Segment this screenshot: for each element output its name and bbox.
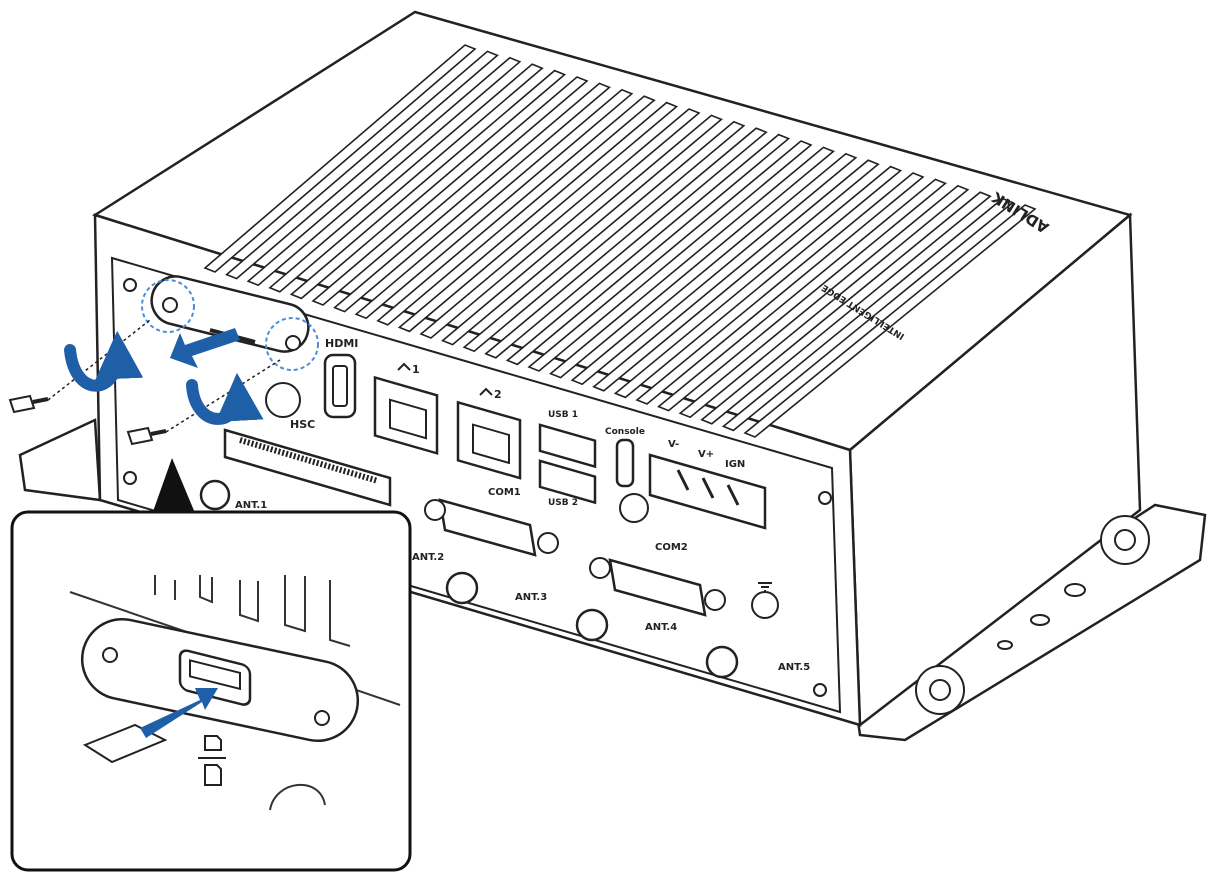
- usb1-label: USB 1: [548, 410, 578, 420]
- heatsink-fin: [311, 76, 589, 306]
- console-port: [615, 438, 635, 488]
- hdmi-port: [323, 353, 357, 419]
- console-label: Console: [605, 427, 645, 437]
- heatsink-fins: [203, 44, 1037, 438]
- bracket-mount-screws: [915, 515, 1150, 715]
- heatsink-fin: [592, 159, 880, 392]
- lan2-port: [456, 400, 522, 480]
- heatsink-fin: [527, 140, 813, 372]
- panel-screws: [123, 278, 832, 697]
- heatsink-fin: [225, 50, 499, 280]
- network-icon: [479, 387, 493, 396]
- ant2-label: ANT.2: [412, 552, 444, 563]
- ant3-label: ANT.3: [515, 592, 547, 603]
- hdmi-label: HDMI: [325, 337, 358, 350]
- ground-icon: [751, 582, 779, 619]
- heatsink-fin: [397, 101, 679, 333]
- hsc-label: HSC: [290, 418, 315, 431]
- insert-arrow-icon: [140, 688, 218, 738]
- usb1-port: [538, 423, 597, 469]
- vplus-label: V+: [698, 449, 714, 460]
- device-body: HDMI 1 2 USB 1 USB 2 Console: [18, 10, 1207, 742]
- heatsink-fin: [462, 120, 746, 353]
- power-button: [265, 382, 301, 418]
- heatsink-fin: [289, 69, 567, 300]
- console-button: [619, 493, 649, 523]
- heatsink-fin: [549, 146, 835, 379]
- heatsink-fin: [333, 82, 611, 313]
- heatsink-fin: [419, 108, 701, 339]
- heatsink-fin: [657, 178, 947, 412]
- sd-card-icon: [198, 735, 226, 786]
- ant1-label: ANT.1: [235, 500, 267, 511]
- com2-label: COM2: [655, 542, 688, 553]
- com1-port: [424, 498, 559, 557]
- vminus-label: V-: [668, 439, 679, 450]
- heatsink-fin: [721, 197, 1015, 432]
- heatsink-fin: [743, 204, 1037, 438]
- lan2-label: 2: [494, 388, 502, 401]
- heatsink-fin: [376, 95, 656, 326]
- heatsink-fin: [505, 133, 791, 366]
- ant5-label: ANT.5: [778, 662, 810, 673]
- heatsink-fin: [635, 172, 925, 405]
- lan1-port: [373, 375, 439, 455]
- callout-pointer: [150, 458, 200, 525]
- usb2-port: [538, 459, 597, 505]
- heatsink-fin: [570, 152, 858, 386]
- heatsink-fin: [441, 114, 723, 346]
- left-mount-bracket: [18, 418, 102, 502]
- heatsink-fin: [354, 88, 634, 320]
- ant4-label: ANT.4: [645, 622, 677, 633]
- com1-label: COM1: [488, 487, 521, 498]
- heatsink-fin: [678, 184, 970, 419]
- rotate-arrow-icon: [64, 330, 264, 425]
- loose-screws: [8, 319, 281, 446]
- heatsink-fin: [700, 191, 992, 425]
- heatsink-fin: [484, 127, 768, 359]
- network-icon: [397, 362, 411, 371]
- hsc-connector: [223, 428, 392, 507]
- ign-label: IGN: [725, 459, 745, 470]
- lan1-label: 1: [412, 363, 420, 376]
- heatsink-fin: [268, 63, 544, 293]
- heatsink-fin: [203, 44, 477, 273]
- antenna-connectors: [199, 479, 739, 679]
- heatsink-fin: [613, 165, 903, 399]
- slide-out-arrow: [170, 328, 240, 368]
- usb2-label: USB 2: [548, 498, 578, 508]
- com2-port: [589, 557, 726, 617]
- power-terminal: [648, 453, 767, 530]
- inset-detail: [10, 510, 412, 872]
- heatsink-fin: [246, 56, 522, 287]
